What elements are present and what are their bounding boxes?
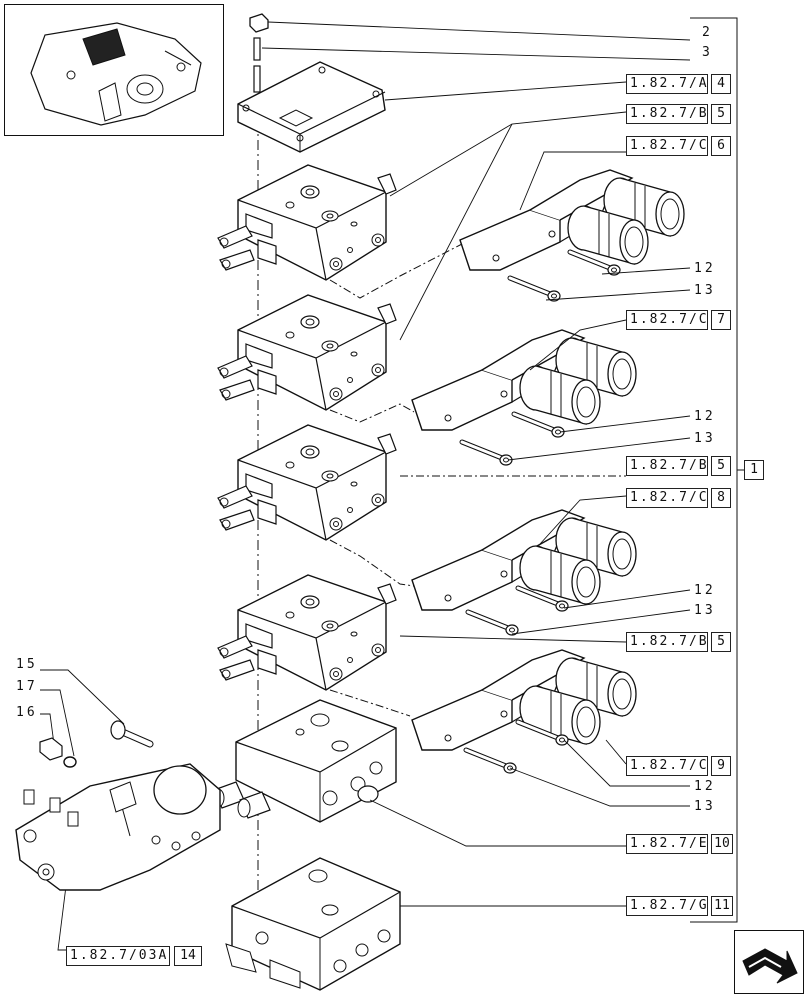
callout-13-a: 13 xyxy=(694,283,716,298)
ref-link-5-b[interactable]: 1.82.7/B xyxy=(626,456,708,476)
leader-lines xyxy=(40,21,691,951)
callout-12-c: 12 xyxy=(694,583,716,598)
cover-plate xyxy=(237,61,386,153)
callout-16: 16 xyxy=(16,705,38,720)
navigate-button[interactable] xyxy=(734,930,804,994)
small-parts xyxy=(39,720,154,768)
bolt-13-d xyxy=(466,750,516,773)
ref-link-14[interactable]: 1.82.7/03A xyxy=(66,946,170,966)
valve-section-end xyxy=(225,857,401,991)
callout-15: 15 xyxy=(16,657,38,672)
ref-link-4[interactable]: 1.82.7/A xyxy=(626,74,708,94)
ref-num-5-a: 5 xyxy=(711,104,731,124)
callout-13-d: 13 xyxy=(694,799,716,814)
valve-section-2 xyxy=(217,294,397,411)
ref-num-4: 4 xyxy=(711,74,731,94)
ref-link-11[interactable]: 1.82.7/G xyxy=(626,896,708,916)
ref-num-7: 7 xyxy=(711,310,731,330)
ref-link-9[interactable]: 1.82.7/C xyxy=(626,756,708,776)
ref-link-5-a[interactable]: 1.82.7/B xyxy=(626,104,708,124)
ref-link-6[interactable]: 1.82.7/C xyxy=(626,136,708,156)
priority-valve-assembly xyxy=(15,763,221,891)
coupler-assembly-3 xyxy=(411,509,637,611)
valve-section-3 xyxy=(217,424,397,541)
ref-link-10[interactable]: 1.82.7/E xyxy=(626,834,708,854)
ref-num-5-c: 5 xyxy=(711,632,731,652)
ref-num-5-b: 5 xyxy=(711,456,731,476)
assembly-thumbnail xyxy=(4,4,224,136)
group-label-1: 1 xyxy=(744,460,764,480)
callout-12-d: 12 xyxy=(694,779,716,794)
navigate-arrow-icon xyxy=(742,948,798,984)
valve-section-levers xyxy=(211,699,397,823)
ref-num-8: 8 xyxy=(711,488,731,508)
ref-num-11: 11 xyxy=(711,896,733,916)
valve-section-1 xyxy=(217,164,397,281)
bolt-13-b xyxy=(462,442,512,465)
connection-lines xyxy=(329,243,626,717)
assembly-thumbnail-icon xyxy=(30,22,202,126)
callout-17: 17 xyxy=(16,679,38,694)
callout-2: 2 xyxy=(702,25,713,40)
coupler-assembly-4 xyxy=(411,649,637,751)
callout-13-c: 13 xyxy=(694,603,716,618)
bolt-13-a xyxy=(510,278,560,301)
callout-3: 3 xyxy=(702,45,713,60)
plug-part xyxy=(249,13,269,93)
valve-section-4 xyxy=(217,574,397,691)
bolt-13-c xyxy=(468,612,518,635)
coupler-assembly-2 xyxy=(411,329,637,431)
callout-12-b: 12 xyxy=(694,409,716,424)
ref-num-14: 14 xyxy=(174,946,202,966)
bolt-12-b xyxy=(514,414,564,437)
group-bracket xyxy=(690,17,744,923)
ref-link-5-c[interactable]: 1.82.7/B xyxy=(626,632,708,652)
callout-13-b: 13 xyxy=(694,431,716,446)
ref-num-6: 6 xyxy=(711,136,731,156)
ref-link-7[interactable]: 1.82.7/C xyxy=(626,310,708,330)
ref-num-9: 9 xyxy=(711,756,731,776)
ref-link-8[interactable]: 1.82.7/C xyxy=(626,488,708,508)
callout-12-a: 12 xyxy=(694,261,716,276)
ref-num-10: 10 xyxy=(711,834,733,854)
